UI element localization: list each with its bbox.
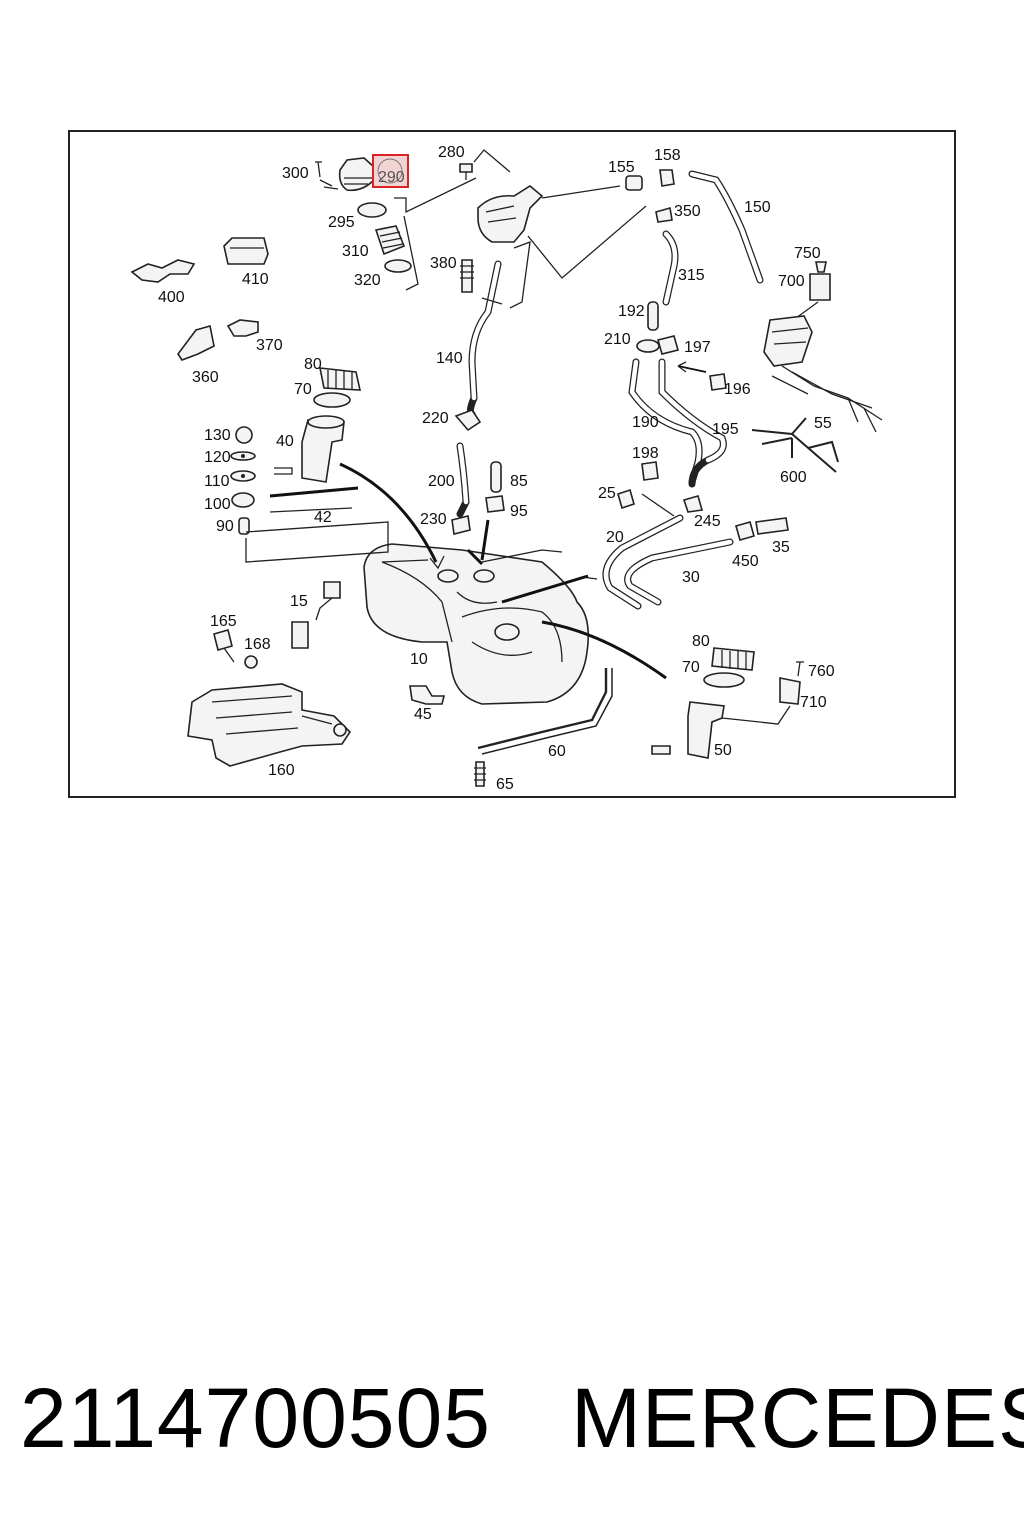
misc-leaders xyxy=(381,559,429,563)
label-140: 140 xyxy=(436,350,463,367)
label-55: 55 xyxy=(814,415,832,432)
label-410: 410 xyxy=(242,271,269,288)
label-320: 320 xyxy=(354,272,381,289)
label-120: 120 xyxy=(204,449,231,466)
label-70-left: 70 xyxy=(294,381,312,398)
label-42: 42 xyxy=(314,509,332,526)
filler-neck-assembly xyxy=(315,149,647,309)
label-155: 155 xyxy=(608,159,635,176)
label-130: 130 xyxy=(204,427,231,444)
label-280: 280 xyxy=(438,144,465,161)
label-750: 750 xyxy=(794,245,821,262)
label-25: 25 xyxy=(598,485,616,502)
fuel-pump-left xyxy=(274,367,362,483)
heat-shield-160 xyxy=(187,683,352,767)
label-360: 360 xyxy=(192,369,219,386)
label-300: 300 xyxy=(282,165,309,182)
label-35: 35 xyxy=(772,539,790,556)
label-80-left: 80 xyxy=(304,356,322,373)
label-10: 10 xyxy=(410,651,428,668)
label-200: 200 xyxy=(428,473,455,490)
vent-hoses-190-195 xyxy=(628,358,727,488)
label-710: 710 xyxy=(800,694,827,711)
label-195: 195 xyxy=(712,421,739,438)
brand-name: MERCEDES xyxy=(570,1370,1024,1465)
label-350: 350 xyxy=(674,203,701,220)
label-700: 700 xyxy=(778,273,805,290)
label-160: 160 xyxy=(268,762,295,779)
part-labels: 300 290 280 155 158 350 150 295 310 320 … xyxy=(158,144,835,793)
label-60: 60 xyxy=(548,743,566,760)
label-198: 198 xyxy=(632,445,659,462)
wire-harness-600 xyxy=(751,417,839,473)
label-370: 370 xyxy=(256,337,283,354)
parts-diagram-frame: 300 290 280 155 158 350 150 295 310 320 … xyxy=(68,130,956,798)
label-400: 400 xyxy=(158,289,185,306)
caption-bar: 2114700505 MERCEDES xyxy=(20,1368,1024,1468)
label-450: 450 xyxy=(732,553,759,570)
tube-85-clip-95 xyxy=(485,461,505,513)
label-210: 210 xyxy=(604,331,631,348)
label-290: 290 xyxy=(378,169,405,186)
label-295: 295 xyxy=(328,214,355,231)
label-65: 65 xyxy=(496,776,514,793)
label-165: 165 xyxy=(210,613,237,630)
label-196: 196 xyxy=(724,381,751,398)
washer-stack xyxy=(230,426,256,535)
label-230: 230 xyxy=(420,511,447,528)
part-number: 2114700505 xyxy=(20,1370,491,1465)
vent-lines-upper xyxy=(625,169,764,306)
label-380: 380 xyxy=(430,255,457,272)
label-80-right: 80 xyxy=(692,633,710,650)
label-40: 40 xyxy=(276,433,294,450)
label-168: 168 xyxy=(244,636,271,653)
hose-200-clips xyxy=(451,409,482,535)
sensor-45 xyxy=(409,685,446,705)
brackets-left-top xyxy=(130,237,269,361)
sensor-connector-15 xyxy=(213,581,341,669)
fuel-pump-right xyxy=(651,647,804,759)
label-310: 310 xyxy=(342,243,369,260)
vent-valve-parts xyxy=(636,301,727,391)
tank-strap-60 xyxy=(477,668,613,755)
label-100: 100 xyxy=(204,496,231,513)
label-15: 15 xyxy=(290,593,308,610)
leader-lines xyxy=(245,462,675,680)
label-150: 150 xyxy=(744,199,771,216)
label-220: 220 xyxy=(422,410,449,427)
label-197: 197 xyxy=(684,339,711,356)
label-20: 20 xyxy=(606,529,624,546)
bolt-65 xyxy=(474,761,486,787)
label-600: 600 xyxy=(780,469,807,486)
label-95: 95 xyxy=(510,503,528,520)
label-760: 760 xyxy=(808,663,835,680)
label-190: 190 xyxy=(632,414,659,431)
label-45: 45 xyxy=(414,706,432,723)
fuel-system-exploded-diagram: 300 290 280 155 158 350 150 295 310 320 … xyxy=(130,144,883,793)
label-90: 90 xyxy=(216,518,234,535)
label-70-right: 70 xyxy=(682,659,700,676)
label-30: 30 xyxy=(682,569,700,586)
label-110: 110 xyxy=(204,473,230,490)
label-158: 158 xyxy=(654,147,681,164)
fuel-tank-illustration xyxy=(363,543,598,705)
label-245: 245 xyxy=(694,513,721,530)
label-50: 50 xyxy=(714,742,732,759)
label-85: 85 xyxy=(510,473,528,490)
hose-140 xyxy=(466,260,503,418)
charcoal-canister-55 xyxy=(763,261,883,433)
fuel-lines-right xyxy=(602,488,789,610)
label-315: 315 xyxy=(678,267,705,284)
label-192: 192 xyxy=(618,303,645,320)
